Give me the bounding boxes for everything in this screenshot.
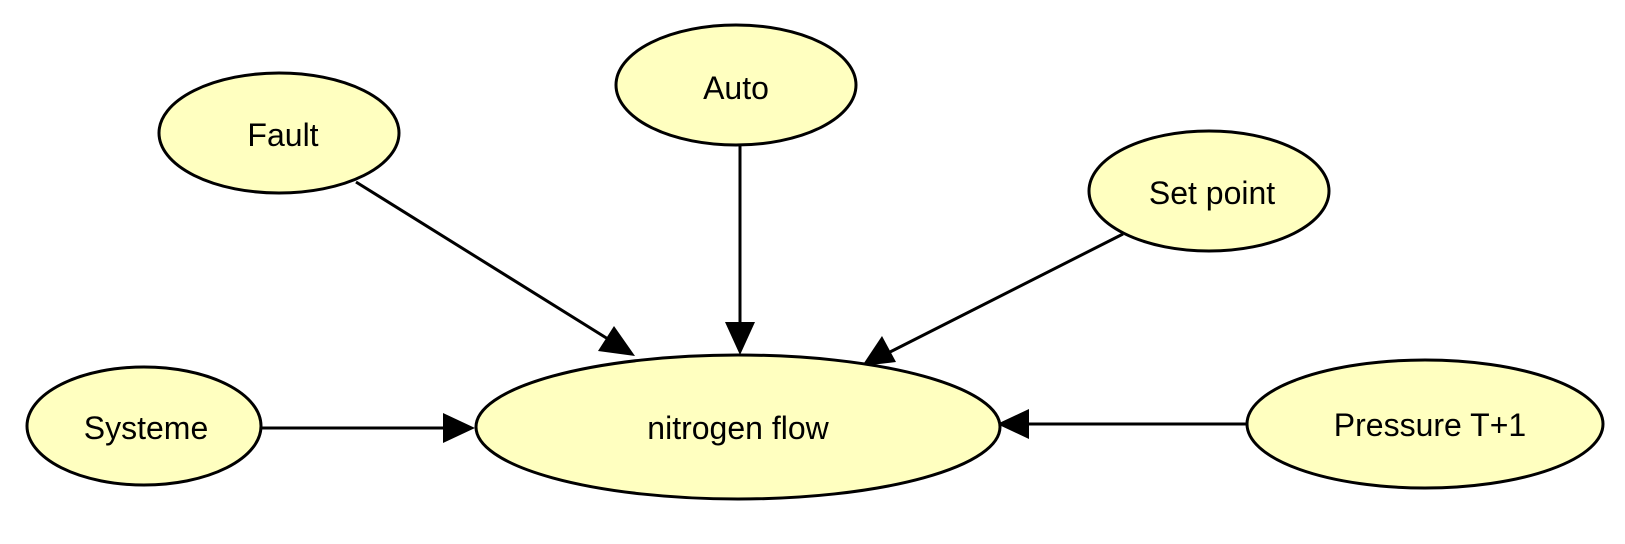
node-label: Fault xyxy=(247,117,318,153)
node-label: nitrogen flow xyxy=(647,410,829,446)
node-label: Systeme xyxy=(84,410,208,446)
edge-auto-to-nitrogen-flow xyxy=(725,146,755,355)
node-label: Pressure T+1 xyxy=(1334,407,1526,443)
edge-pressure-to-nitrogen-flow xyxy=(997,409,1247,439)
node-label: Set point xyxy=(1149,175,1275,211)
node-systeme[interactable]: Systeme xyxy=(25,365,263,487)
node-auto[interactable]: Auto xyxy=(614,23,858,147)
arrowhead xyxy=(997,409,1029,439)
edge-set-point-to-nitrogen-flow xyxy=(862,232,1124,366)
node-fault[interactable]: Fault xyxy=(157,71,401,195)
edge-systeme-to-nitrogen-flow xyxy=(262,413,475,443)
arrowhead xyxy=(598,326,635,356)
node-label: Auto xyxy=(703,70,769,106)
edge-fault-to-nitrogen-flow xyxy=(355,180,635,356)
arrowhead xyxy=(725,322,755,355)
arrowhead xyxy=(862,336,896,366)
node-pressure-t-plus-1[interactable]: Pressure T+1 xyxy=(1245,358,1605,490)
node-nitrogen-flow[interactable]: nitrogen flow xyxy=(474,353,1002,501)
arrowhead xyxy=(443,413,475,443)
node-set-point[interactable]: Set point xyxy=(1087,129,1331,253)
